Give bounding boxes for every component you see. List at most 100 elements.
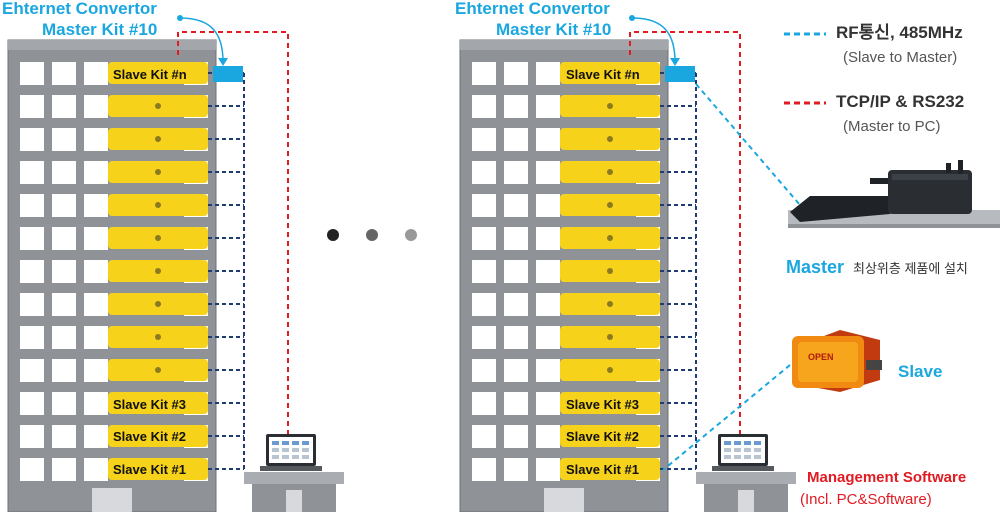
right-window	[472, 128, 496, 151]
right-converter-arrow	[631, 17, 676, 63]
right-slave-kit-dot	[607, 103, 613, 109]
right-window	[472, 425, 496, 448]
right-slave-kit-dot	[607, 169, 613, 175]
right-slave-kit	[560, 458, 660, 480]
left-window	[52, 359, 76, 382]
left-slave-kit-dot	[155, 334, 161, 340]
left-window	[84, 227, 108, 250]
right-window	[472, 260, 496, 283]
left-window	[84, 392, 108, 415]
left-building-roof	[8, 40, 216, 50]
rf-to-slave-line	[662, 364, 791, 471]
left-master-label: Master Kit #10	[42, 20, 158, 39]
right-laptop-ui	[724, 448, 731, 452]
left-laptop-ui	[292, 448, 299, 452]
legend-rf-sub: (Slave to Master)	[843, 49, 958, 66]
right-window	[504, 260, 528, 283]
right-converter-arrow-dot	[629, 15, 635, 21]
legend-tcp-title: TCP/IP & RS232	[836, 92, 965, 111]
right-window	[504, 425, 528, 448]
left-window	[52, 95, 76, 118]
right-slave-kit-dot	[607, 268, 613, 274]
master-label: Master	[786, 257, 845, 277]
left-laptop-base	[260, 466, 322, 471]
right-window	[472, 458, 496, 481]
left-window	[20, 161, 44, 184]
ellipsis-dots-icon	[405, 229, 417, 241]
right-window	[472, 95, 496, 118]
left-slave-kit-dot	[155, 235, 161, 241]
left-window	[52, 161, 76, 184]
left-window	[84, 260, 108, 283]
right-window	[472, 293, 496, 316]
left-slave-kit	[108, 392, 208, 414]
left-converter-arrow	[179, 17, 224, 63]
slave-face	[798, 342, 858, 382]
left-window	[20, 62, 44, 85]
slave-connector	[866, 360, 882, 370]
left-window	[84, 359, 108, 382]
left-kit-1-label: Slave Kit #1	[113, 462, 186, 477]
ellipsis-dots-icon	[366, 229, 378, 241]
left-slave-kit-dot	[155, 136, 161, 142]
slave-device-icon: OPEN	[792, 330, 882, 392]
right-slave-kit	[560, 62, 660, 84]
left-window	[52, 227, 76, 250]
right-slave-kit-dot	[607, 202, 613, 208]
master-antenna	[958, 160, 963, 174]
left-ethernet-converter	[213, 66, 243, 82]
right-building-door	[544, 488, 584, 512]
left-window	[84, 194, 108, 217]
right-window	[536, 227, 560, 250]
right-laptop-ui	[734, 455, 741, 459]
left-kit-top-label: Slave Kit #n	[113, 67, 187, 82]
right-slave-kit-dot	[607, 367, 613, 373]
right-laptop-ui	[734, 441, 741, 445]
left-window	[52, 425, 76, 448]
right-building-roof	[460, 40, 668, 50]
right-window	[504, 458, 528, 481]
right-window	[472, 62, 496, 85]
right-window	[504, 326, 528, 349]
left-laptop-ui	[272, 441, 279, 445]
right-window	[504, 161, 528, 184]
right-window	[536, 326, 560, 349]
master-note: 최상위층 제품에 설치	[853, 261, 968, 276]
left-laptop-ui	[282, 441, 289, 445]
software-sub: (Incl. PC&Software)	[800, 491, 932, 508]
right-window	[472, 359, 496, 382]
left-slave-kit-dot	[155, 268, 161, 274]
left-slave-kit-dot	[155, 169, 161, 175]
left-laptop-ui	[282, 455, 289, 459]
right-window	[504, 293, 528, 316]
left-window	[52, 62, 76, 85]
left-window	[84, 62, 108, 85]
left-laptop-ui	[282, 448, 289, 452]
right-window	[504, 128, 528, 151]
left-window	[52, 458, 76, 481]
left-tcp-line	[177, 31, 289, 440]
right-kit-3-label: Slave Kit #3	[566, 397, 639, 412]
right-window	[536, 293, 560, 316]
left-window	[20, 260, 44, 283]
left-window	[20, 128, 44, 151]
left-laptop-ui	[272, 448, 279, 452]
left-laptop-ui	[302, 455, 309, 459]
right-window	[536, 260, 560, 283]
right-slave-kit	[560, 392, 660, 414]
right-slave-kit	[560, 425, 660, 447]
left-window	[52, 392, 76, 415]
right-window	[536, 128, 560, 151]
master-port	[874, 196, 888, 202]
left-window	[52, 260, 76, 283]
right-window	[536, 62, 560, 85]
left-laptop-ui	[292, 441, 299, 445]
right-window	[504, 392, 528, 415]
right-laptop-ui	[724, 455, 731, 459]
right-window	[504, 194, 528, 217]
right-window	[504, 359, 528, 382]
master-port	[870, 178, 888, 184]
right-laptop-ui	[754, 455, 761, 459]
left-window	[20, 227, 44, 250]
left-window	[84, 425, 108, 448]
